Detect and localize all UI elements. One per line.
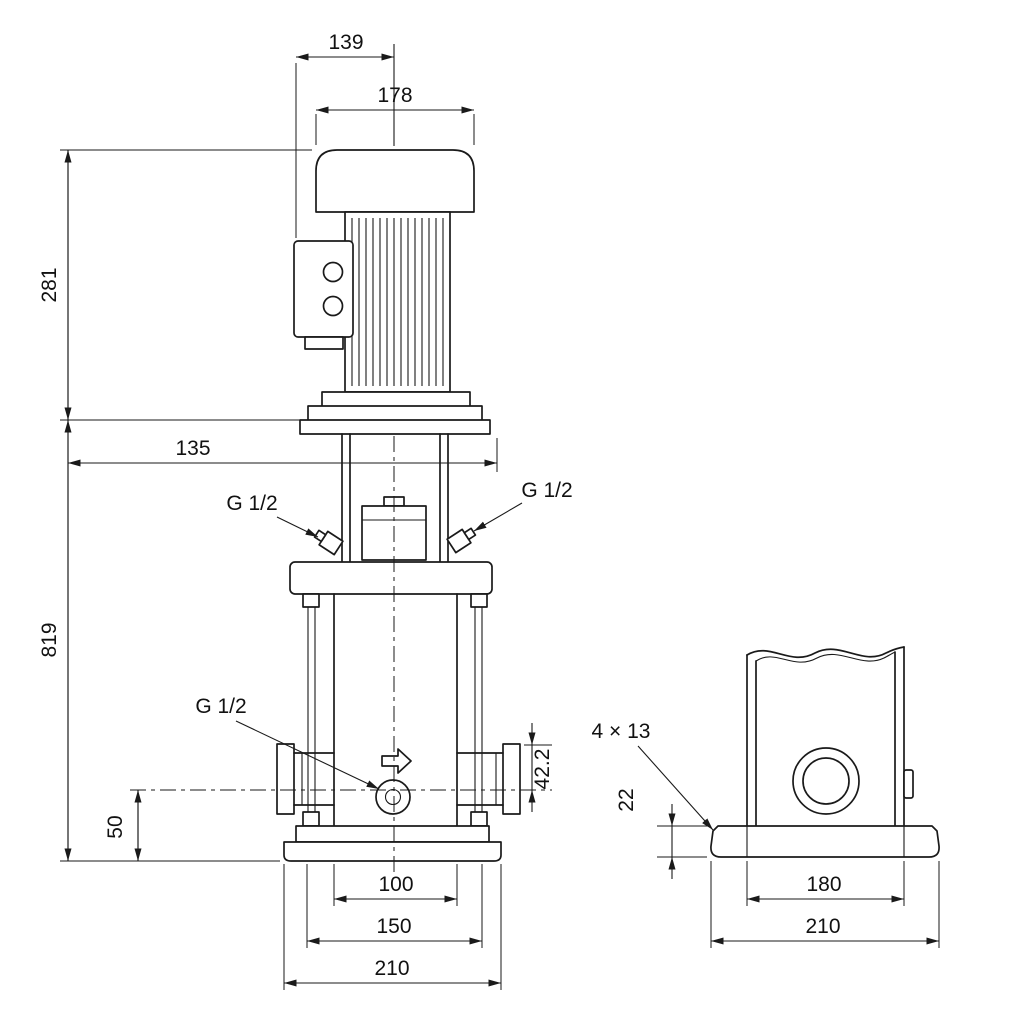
motor-body [344,211,451,393]
side-port-inner [802,757,850,805]
dim-210-front-label: 210 [374,957,409,980]
dim-150-label: 150 [376,915,411,938]
staybolts [307,607,483,812]
dim-139-label: 139 [328,31,363,54]
port-left-flange [276,743,295,815]
dim-22-label: 22 [615,788,638,811]
dim-42-2-label: 42.2 [531,749,554,790]
side-boss [903,769,914,799]
dimension-135: 135 [68,437,498,472]
dimension-42-2: 42.2 [524,723,554,812]
dimension-50: 50 [104,790,142,861]
dimension-819: 819 [38,420,280,862]
side-base [710,825,940,858]
extension-lines [306,864,483,948]
vent-plug-left [313,529,344,556]
vent-left-label: G 1/2 [226,492,277,515]
dim-100-label: 100 [378,873,413,896]
side-break-line-inner [755,651,896,663]
terminal-box-step [304,336,344,350]
dim-50-label: 50 [104,815,127,838]
port-right-flange [502,743,521,815]
dimension-281: 281 [38,149,312,421]
port-left-neck [293,752,335,806]
callout-bolt-holes: 4 × 13 [592,720,714,831]
pump-head-flange [289,561,493,595]
dim-178-label: 178 [377,84,412,107]
terminal-box-gland-top [322,261,344,283]
extension-lines [657,825,710,858]
callout-vent-right: G 1/2 [473,479,573,532]
dim-210-side-label: 210 [805,915,840,938]
motor-cap [315,149,475,213]
callout-vent-left: G 1/2 [226,492,319,538]
vent-right-label: G 1/2 [521,479,572,502]
callout-drain: G 1/2 [195,695,380,790]
front-view [130,44,552,872]
vent-plug-right [446,527,477,554]
bolt-holes-label: 4 × 13 [592,720,651,743]
dimension-210-front: 210 [283,864,502,990]
dim-819-label: 819 [38,622,61,657]
base-plate-lower [283,841,502,862]
dim-180-label: 180 [806,873,841,896]
motor-flange-plates [299,391,491,435]
extension-lines [710,861,940,948]
side-body-walls [746,646,905,827]
dim-135-label: 135 [175,437,210,460]
extension-lines [60,149,312,421]
extension-lines [283,864,502,990]
flow-direction-arrow-icon [381,748,412,774]
extension-lines [315,114,475,145]
lantern-legs [341,433,449,563]
drain-plug [375,779,411,815]
side-break-line-outer [746,646,905,659]
terminal-box [293,240,354,338]
dimension-22: 22 [615,788,710,879]
terminal-box-gland-bottom [322,295,344,317]
sleeve [333,593,458,827]
side-base-ticks [746,826,905,857]
dimension-100: 100 [333,864,458,906]
base-plate-upper [295,825,490,843]
side-view [710,646,940,858]
drain-label: G 1/2 [195,695,246,718]
staybolt-nuts [302,593,488,827]
dimension-150: 150 [306,864,483,948]
dimension-210-side: 210 [710,861,940,948]
dimension-178: 178 [315,84,475,145]
vent-plug-right-tip [463,527,477,541]
port-right-neck [456,752,504,806]
dimension-180: 180 [746,861,905,906]
dim-281-label: 281 [38,267,61,302]
